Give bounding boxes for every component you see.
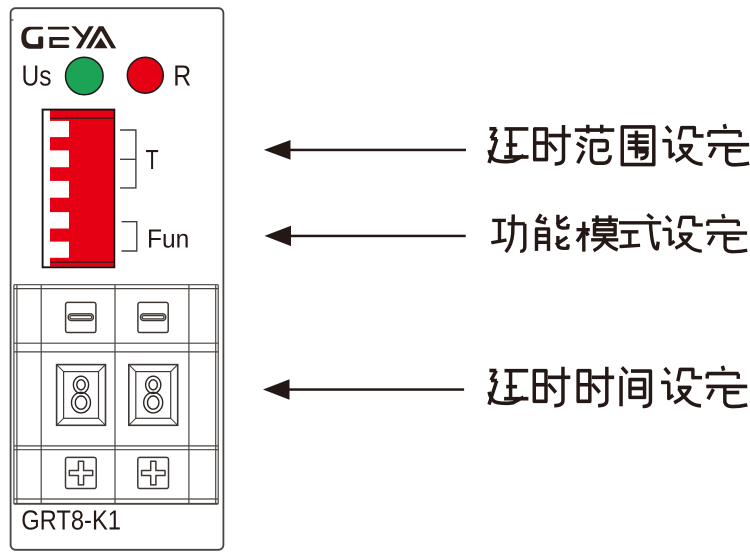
- svg-text:R: R: [173, 60, 191, 92]
- svg-text:T: T: [146, 144, 159, 175]
- svg-text:Us: Us: [22, 60, 52, 92]
- svg-text:Fun: Fun: [147, 224, 189, 254]
- svg-text:GRT8-K1: GRT8-K1: [21, 505, 121, 536]
